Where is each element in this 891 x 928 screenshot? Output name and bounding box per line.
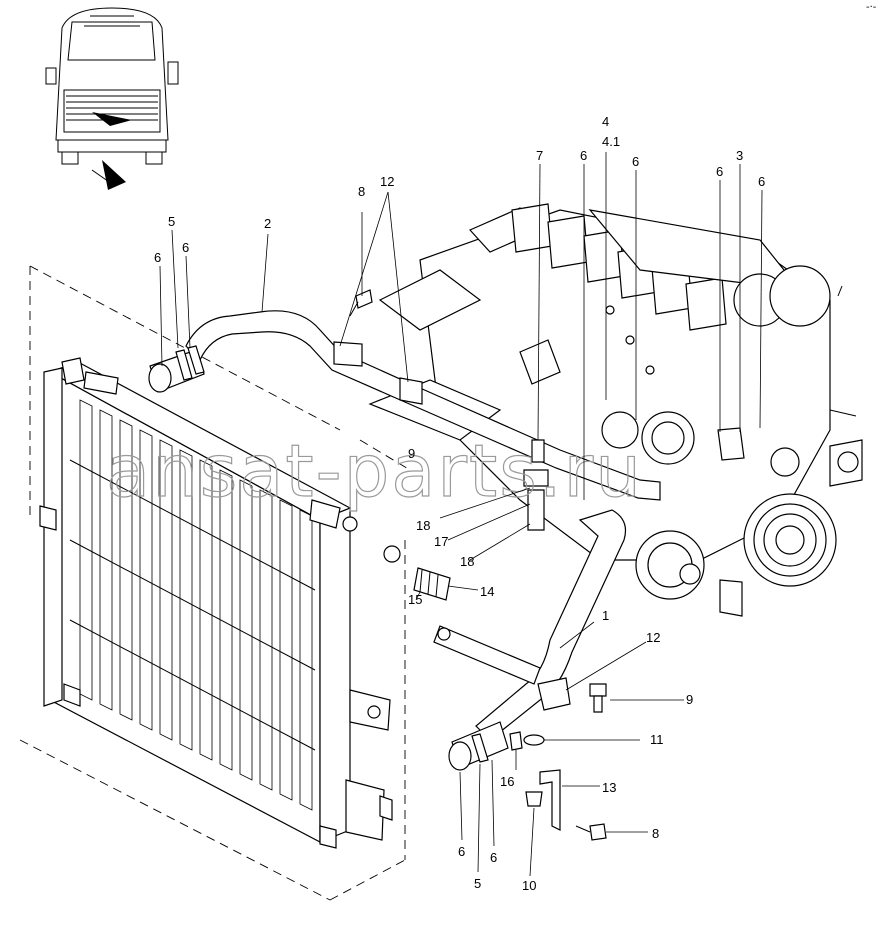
screw-8-top [349,289,373,317]
radiator-grille [69,399,316,811]
callout-10: 10 [522,878,536,893]
clip-16 [509,731,523,751]
callout-6-a: 6 [182,240,189,255]
nut-10 [525,791,543,807]
small-hose-part-14 [413,567,451,601]
callout-18-a: 18 [416,518,430,533]
lower-hose-with-clamps [448,721,509,771]
callout-14: 14 [480,584,494,599]
callout-12-bottom: 12 [646,630,660,645]
callout-8-bottom: 8 [652,826,659,841]
callout-labels: 2 8 12 5 6 6 7 6 4 4.1 6 6 3 6 9 18 17 1… [154,114,765,893]
bracket-13 [539,769,561,831]
callout-6-b: 6 [154,250,161,265]
callout-5-bottom: 5 [474,876,481,891]
callout-9-b: 9 [686,692,693,707]
upper-hose-with-clamps [148,345,205,393]
callout-5-top: 5 [168,214,175,229]
callout-6-h: 6 [490,850,497,865]
callout-4: 4 [602,114,609,129]
bypass-pipe [433,625,541,685]
callout-1: 1 [602,608,609,623]
callout-6-f: 6 [758,174,765,189]
washer-11 [523,734,545,746]
callout-6-g: 6 [458,844,465,859]
connector-parts-7-17-18 [523,439,549,531]
callout-9-a: 9 [408,446,415,461]
vehicle-locator-thumbnail [45,7,179,190]
callout-15: 15 [408,592,422,607]
callout-7: 7 [536,148,543,163]
callout-6-d: 6 [632,154,639,169]
callout-16: 16 [500,774,514,789]
callout-6-c: 6 [580,148,587,163]
callout-3: 3 [736,148,743,163]
pipe-1-lower-coolant-pipe [475,427,745,741]
callout-11: 11 [650,732,664,747]
callout-6-e: 6 [716,164,723,179]
leader-lines [159,152,763,877]
callout-4-1: 4.1 [602,134,620,149]
callout-12-top: 12 [380,174,394,189]
callout-8-top: 8 [358,184,365,199]
callout-18-b: 18 [460,554,474,569]
callout-17: 17 [434,534,448,549]
bolt-9 [589,683,607,713]
radiator-assembly [19,265,411,901]
corner-mark: -·- [866,2,877,13]
callout-13: 13 [602,780,616,795]
callout-2: 2 [264,216,271,231]
watermark-text: ansat-parts.ru [106,429,643,513]
screw-8-bottom [575,823,607,841]
